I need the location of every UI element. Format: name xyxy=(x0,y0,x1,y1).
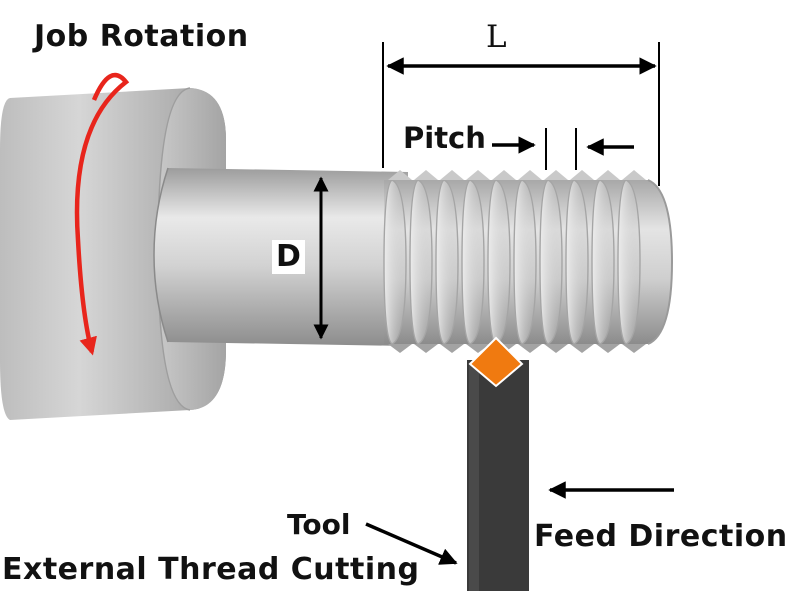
diameter-label: D xyxy=(272,240,305,274)
threaded-section xyxy=(383,170,674,353)
caption-label: External Thread Cutting xyxy=(2,552,420,587)
thread-tooth-bottom xyxy=(466,344,490,353)
thread-crest xyxy=(565,179,589,345)
thread-crest xyxy=(409,179,433,345)
thread-crest xyxy=(435,179,459,345)
thread-tooth-bottom xyxy=(414,344,438,353)
thread-crests xyxy=(383,170,646,353)
pitch-dimension xyxy=(492,128,634,170)
pitch-label: Pitch xyxy=(403,121,486,155)
thread-crest xyxy=(591,179,615,345)
thread-tooth-bottom xyxy=(388,344,412,353)
thread-tooth-top xyxy=(414,170,438,180)
thread-tooth-top xyxy=(440,170,464,180)
thread-tooth-bottom xyxy=(622,344,646,353)
thread-tooth-top xyxy=(388,170,412,180)
job-rotation-label: Job Rotation xyxy=(34,19,249,54)
thread-tooth-bottom xyxy=(518,344,542,353)
thread-tooth-top xyxy=(570,170,594,180)
length-label: L xyxy=(486,19,507,55)
cutting-tool xyxy=(467,336,529,591)
thread-tooth-bottom xyxy=(544,344,568,353)
thread-tooth-bottom xyxy=(440,344,464,353)
thread-tooth-bottom xyxy=(570,344,594,353)
thread-tooth-top xyxy=(518,170,542,180)
job-rotation-arrow xyxy=(74,72,130,356)
thread-crest xyxy=(513,179,537,345)
feed-direction-label: Feed Direction xyxy=(534,519,788,554)
thread-crest xyxy=(617,179,641,345)
tool-label: Tool xyxy=(287,508,351,541)
thread-tooth-top xyxy=(492,170,516,180)
thread-crest xyxy=(383,179,407,345)
length-dimension xyxy=(382,42,660,186)
thread-crest xyxy=(461,179,485,345)
thread-tooth-top xyxy=(544,170,568,180)
thread-tooth-bottom xyxy=(596,344,620,353)
thread-tooth-top xyxy=(596,170,620,180)
thread-crest xyxy=(487,179,511,345)
thread-tooth-top xyxy=(622,170,646,180)
thread-crest xyxy=(539,179,563,345)
thread-tooth-top xyxy=(466,170,490,180)
tool-leader-line xyxy=(365,522,458,565)
cutting-insert xyxy=(468,336,524,388)
